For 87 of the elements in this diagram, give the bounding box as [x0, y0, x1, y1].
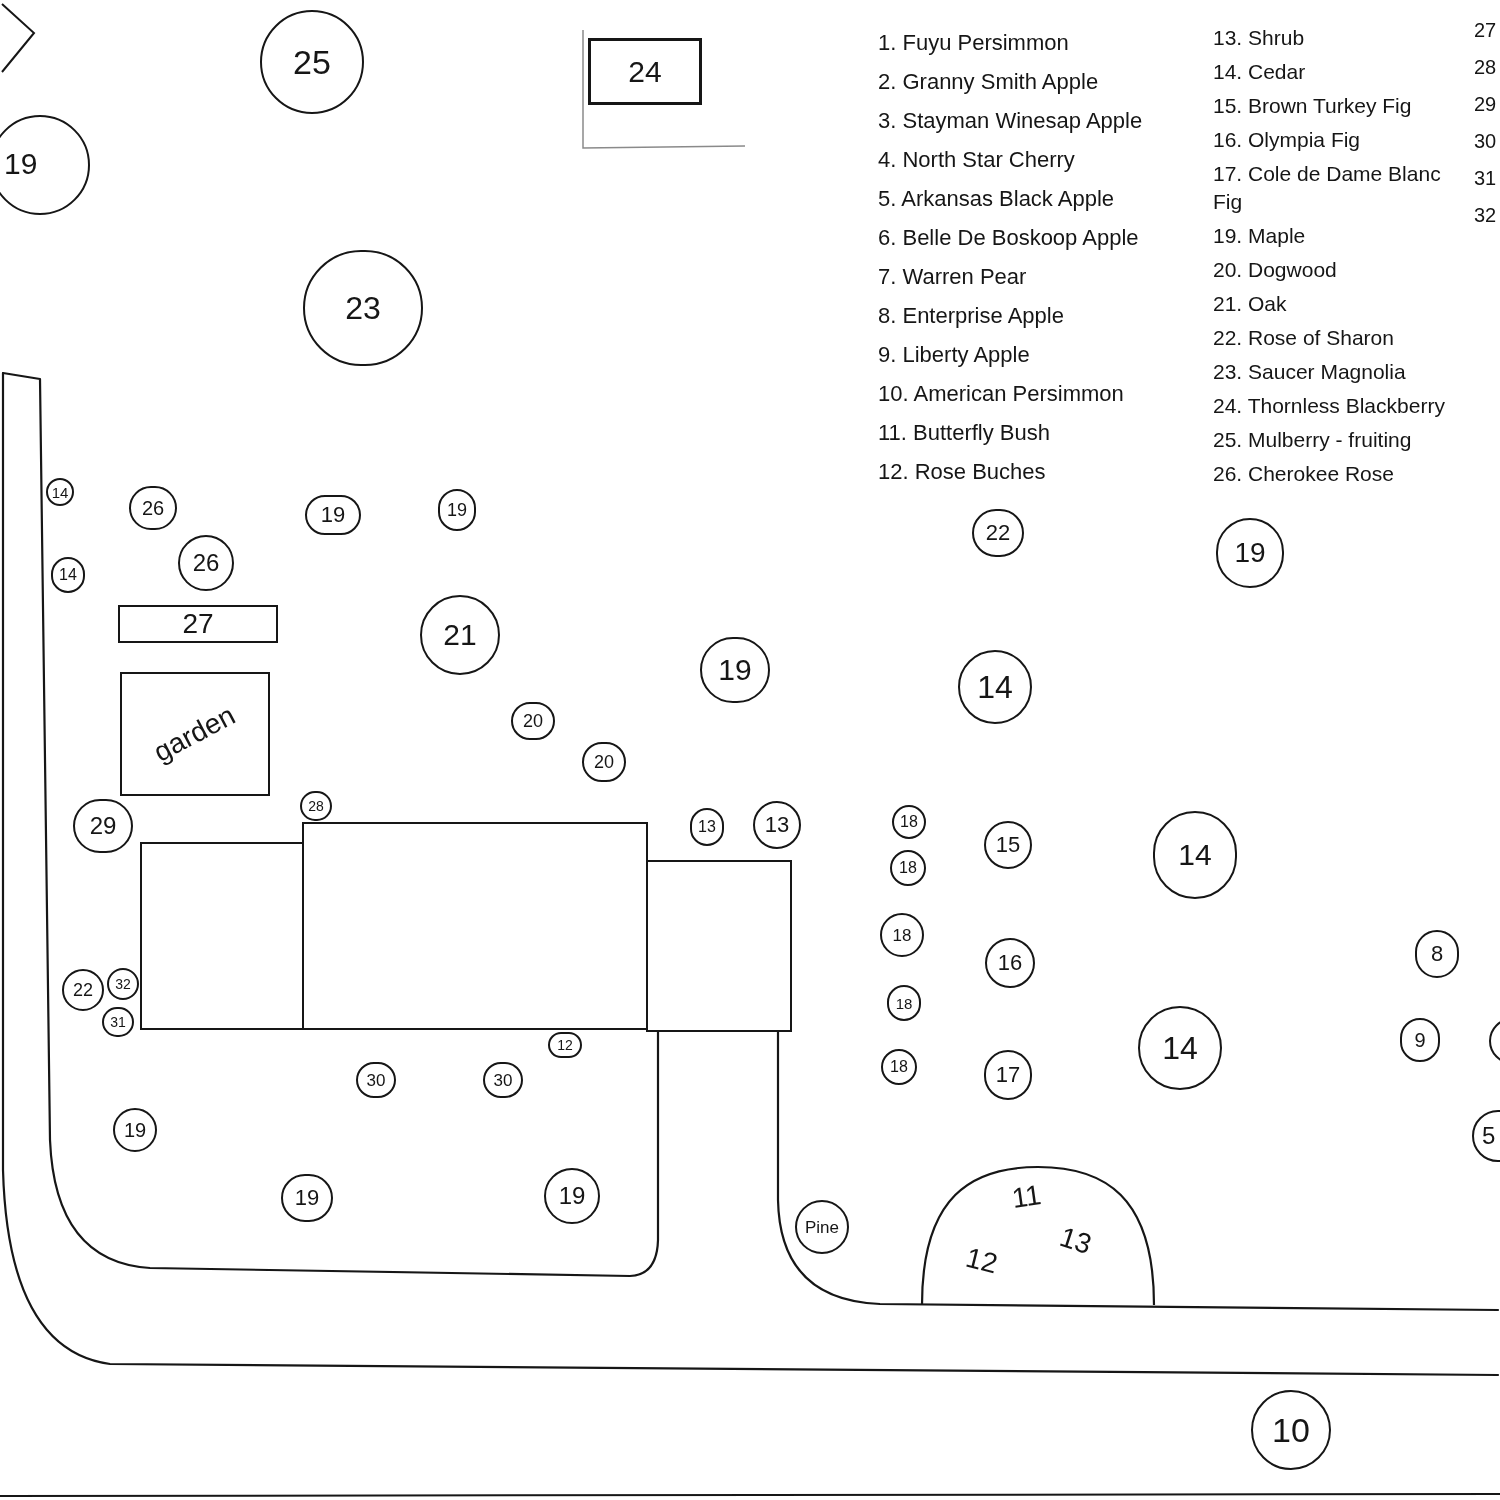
plant-number: 18 — [900, 814, 918, 830]
key-entry: 2. Granny Smith Apple — [878, 68, 1100, 96]
building-outline — [302, 822, 648, 1030]
plant-number: 20 — [594, 753, 614, 771]
plant-number: 11 — [1010, 1181, 1043, 1213]
plant-number: 20 — [523, 712, 543, 730]
plant-number: 25 — [293, 45, 331, 79]
plant-number: 19 — [718, 655, 752, 685]
key-entry: 16. Olympia Fig — [1213, 127, 1362, 153]
garden-plot — [120, 672, 270, 796]
plant-number: 26 — [141, 498, 165, 518]
key-entry: 21. Oak — [1213, 291, 1288, 317]
plant-number: 13 — [764, 814, 790, 836]
flower-bed — [920, 1165, 1156, 1305]
plant-number: 5 — [1482, 1124, 1496, 1148]
key-entry: 17. Cole de Dame Blanc Fig — [1213, 161, 1442, 215]
planting-box — [118, 605, 278, 643]
key-entry: 19. Maple — [1213, 223, 1307, 249]
plant-number: 18 — [899, 860, 917, 876]
plant-number: 19 — [558, 1184, 586, 1208]
key-entry: 25. Mulberry - fruiting — [1213, 427, 1413, 453]
plant-number: 15 — [995, 834, 1021, 856]
key-entry: 8. Enterprise Apple — [878, 302, 1065, 330]
plant-number: 14 — [977, 671, 1013, 703]
plant-number: 19 — [123, 1120, 147, 1140]
key-entry: 11. Butterfly Bush — [878, 419, 1051, 447]
plant-number: 30 — [366, 1071, 386, 1089]
plant-number: 10 — [1272, 1413, 1310, 1447]
key-entry: 10. American Persimmon — [878, 380, 1125, 408]
key-number: 32 — [1474, 203, 1497, 228]
key-entry: 15. Brown Turkey Fig — [1213, 93, 1413, 119]
key-entry: 5. Arkansas Black Apple — [878, 185, 1116, 213]
key-number: 29 — [1474, 92, 1497, 117]
key-entry: 20. Dogwood — [1213, 257, 1338, 283]
plant-number: 14 — [51, 484, 69, 500]
plant-number: 13 — [1056, 1222, 1095, 1260]
plant-number: 32 — [115, 977, 131, 991]
plant-number: 12 — [557, 1038, 573, 1052]
plant-number: 18 — [890, 1059, 908, 1075]
key-number: 28 — [1474, 55, 1497, 80]
plant-number: 18 — [892, 926, 912, 944]
plant-label: Pine — [805, 1218, 839, 1236]
key-entry: 26. Cherokee Rose — [1213, 461, 1395, 487]
plant-number: 14 — [1162, 1032, 1198, 1064]
plant-number: 21 — [443, 620, 477, 650]
key-entry: 14. Cedar — [1213, 59, 1307, 85]
key-entry: 3. Stayman Winesap Apple — [878, 107, 1143, 135]
key-entry: 1. Fuyu Persimmon — [878, 29, 1070, 57]
plant-number: 22 — [985, 522, 1011, 544]
plant-number: 19 — [294, 1187, 320, 1209]
plant-number: 19 — [1234, 539, 1266, 567]
plant-number: 19 — [447, 501, 467, 519]
plant-number: 18 — [895, 995, 913, 1011]
key-entry: 7. Warren Pear — [878, 263, 1028, 291]
plant-number: 26 — [192, 551, 220, 575]
plant-number: 19 — [4, 149, 38, 179]
plant-number: 31 — [110, 1015, 126, 1029]
plant-number: 9 — [1414, 1030, 1426, 1050]
key-entry: 12. Rose Buches — [878, 458, 1047, 486]
key-entry: 4. North Star Cherry — [878, 146, 1076, 174]
plant-number: 13 — [698, 819, 716, 835]
plant-number: 14 — [59, 567, 77, 583]
plant-number: 14 — [1178, 840, 1212, 870]
plant-number: 12 — [963, 1243, 1001, 1279]
plant-number: 29 — [89, 814, 117, 838]
key-entry: 6. Belle De Boskoop Apple — [878, 224, 1140, 252]
key-entry: 23. Saucer Magnolia — [1213, 359, 1407, 385]
key-number: 30 — [1474, 129, 1497, 154]
plant-number: 8 — [1430, 943, 1444, 965]
plant-number: 30 — [493, 1071, 513, 1089]
planting-box — [588, 38, 702, 105]
plant-number: 28 — [308, 799, 324, 813]
key-entry: 13. Shrub — [1213, 25, 1306, 51]
building-outline — [646, 860, 792, 1032]
key-number: 27 — [1474, 18, 1497, 43]
plant-number: 22 — [73, 981, 93, 999]
key-entry: 22. Rose of Sharon — [1213, 325, 1395, 351]
plant-number: 24 — [628, 56, 662, 87]
key-number: 31 — [1474, 166, 1497, 191]
plant-number: 17 — [995, 1064, 1021, 1086]
building-outline — [140, 842, 304, 1030]
plant-number: 16 — [997, 952, 1023, 974]
key-entry: 24. Thornless Blackberry — [1213, 393, 1446, 419]
plant-number: 19 — [320, 504, 346, 526]
plant-number: 23 — [345, 292, 381, 324]
plant-number: 27 — [182, 610, 214, 638]
key-entry: 9. Liberty Apple — [878, 341, 1031, 369]
